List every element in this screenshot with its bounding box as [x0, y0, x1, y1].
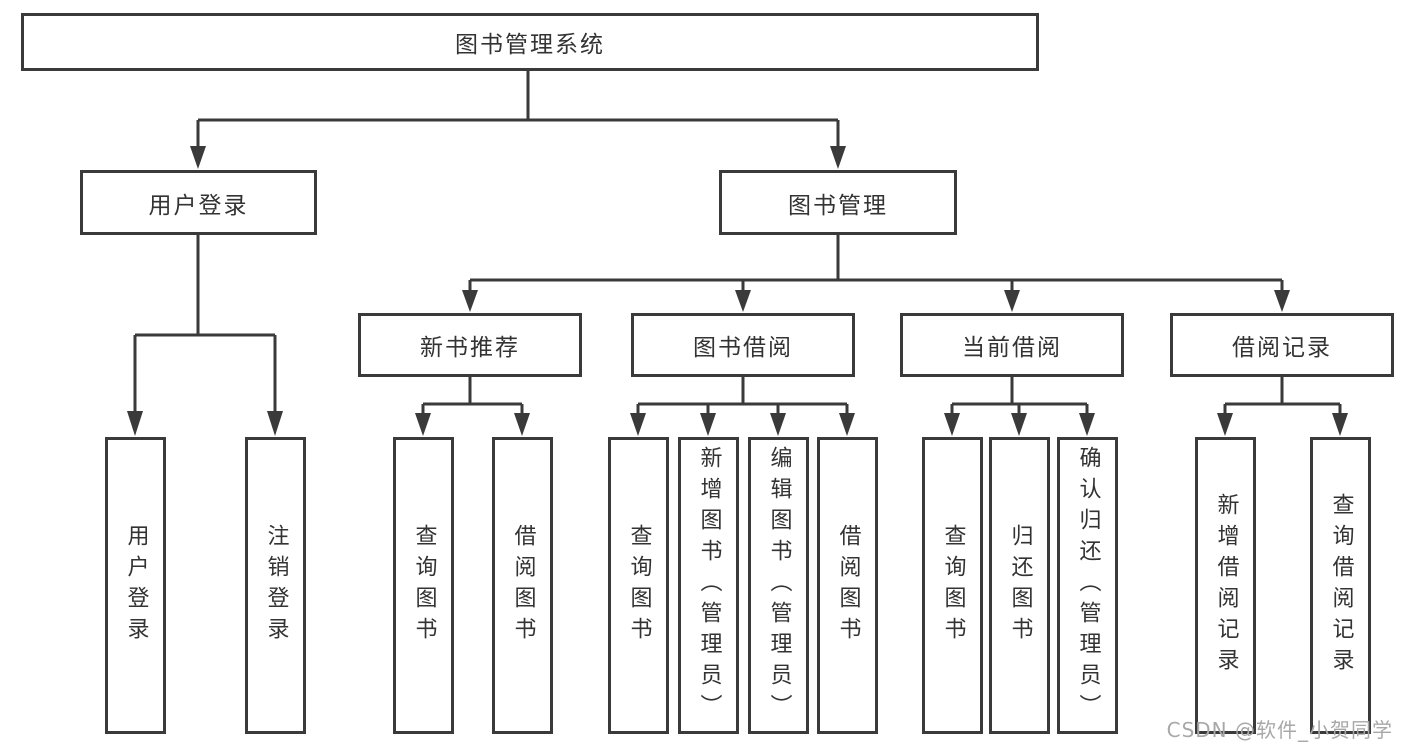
leaf-label: 用户登录: [123, 523, 149, 648]
leaf-label: 查询图书: [626, 523, 652, 648]
leaf-user-login: 用户登录: [105, 437, 166, 734]
leaf-query-books-borrow: 查询图书: [608, 437, 669, 734]
leaf-label: 归还图书: [1007, 523, 1033, 648]
node-label: 新书推荐: [420, 335, 520, 361]
node-label: 用户登录: [148, 192, 249, 219]
node-current-borrow: 当前借阅: [900, 313, 1124, 377]
leaf-add-borrow-record: 新增借阅记录: [1195, 437, 1256, 734]
csdn-watermark: CSDN @软件_小贺同学: [1166, 718, 1393, 742]
leaf-return-books: 归还图书: [989, 437, 1050, 734]
node-book-management: 图书管理: [719, 170, 957, 235]
leaf-query-borrow-record: 查询借阅记录: [1310, 437, 1371, 734]
leaf-label: 查询图书: [411, 523, 437, 648]
node-label: 图书管理系统: [455, 32, 605, 58]
node-borrow-record: 借阅记录: [1170, 313, 1394, 377]
leaf-query-books-current: 查询图书: [922, 437, 983, 734]
edge-bookmgmt-rail: [468, 234, 1284, 293]
arrowheads: [127, 146, 1348, 436]
node-user-login: 用户登录: [80, 170, 317, 235]
node-label: 借阅记录: [1232, 335, 1332, 361]
leaf-borrow-books-recommend: 借阅图书: [492, 437, 553, 734]
leaf-logout: 注销登录: [245, 437, 306, 734]
node-label: 当前借阅: [962, 335, 1062, 361]
leaf-label: 查询图书: [940, 523, 966, 648]
edge-record-rail: [1223, 377, 1342, 416]
edge-borrow-rail: [636, 377, 849, 416]
leaf-label: 新增借阅记录: [1213, 492, 1239, 679]
leaf-label: 注销登录: [263, 523, 289, 648]
leaf-label: 借阅图书: [835, 523, 861, 648]
leaf-label: 新增图书（管理员）: [696, 446, 722, 725]
node-book-borrow: 图书借阅: [631, 313, 855, 377]
leaf-label: 编辑图书（管理员）: [766, 446, 792, 725]
leaf-label: 借阅图书: [510, 523, 536, 648]
edge-newbook-rail: [421, 377, 524, 416]
node-label: 图书借阅: [693, 335, 793, 361]
node-new-book-recommend: 新书推荐: [358, 313, 582, 377]
node-label: 图书管理: [788, 192, 888, 219]
leaf-query-books-recommend: 查询图书: [393, 437, 454, 734]
edge-userlogin-rail: [133, 234, 277, 414]
leaf-edit-books-admin: 编辑图书（管理员）: [748, 437, 809, 734]
leaf-confirm-return-admin: 确认归还（管理员）: [1057, 437, 1118, 734]
edge-root-rail: [196, 69, 840, 150]
leaf-label: 确认归还（管理员）: [1075, 446, 1101, 725]
leaf-borrow-books: 借阅图书: [817, 437, 878, 734]
leaf-add-books-admin: 新增图书（管理员）: [678, 437, 739, 734]
leaf-label: 查询借阅记录: [1328, 492, 1354, 679]
node-root: 图书管理系统: [21, 13, 1039, 71]
edge-current-rail: [950, 377, 1089, 416]
